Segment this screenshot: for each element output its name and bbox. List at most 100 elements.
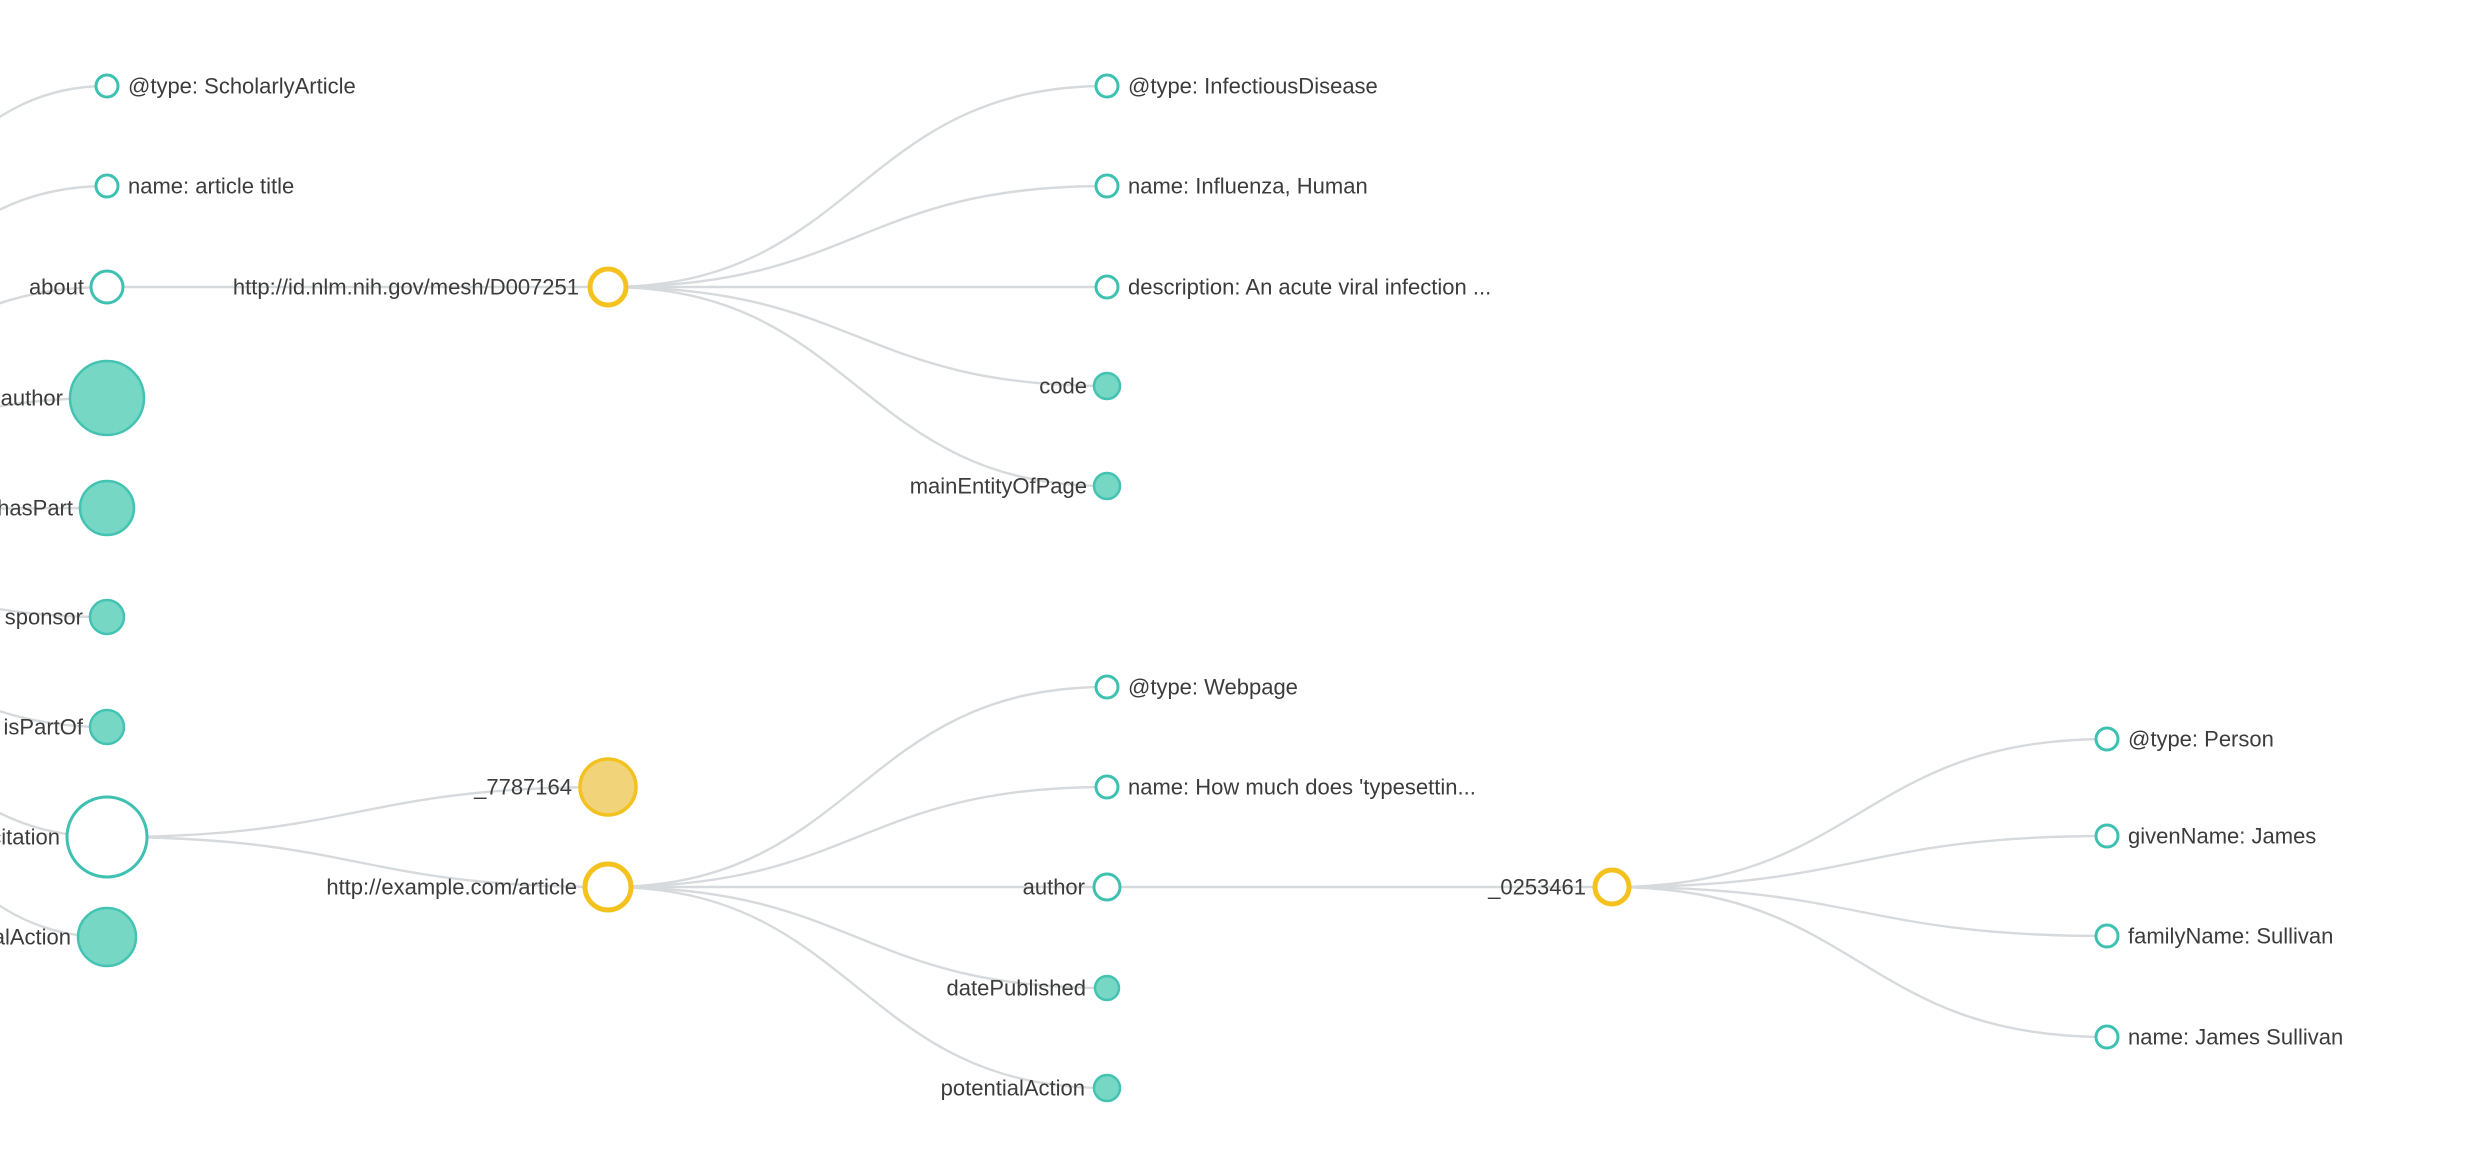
cluster-mesh-disease: http://id.nlm.nih.gov/mesh/D007251 @type… [233, 73, 1491, 501]
tree-node-webpage-potentialaction-circle[interactable] [1092, 1073, 1122, 1103]
tree-node-blanknode-0253461-circle[interactable] [1592, 867, 1632, 907]
tree-node-potentialaction[interactable]: potentialAction [0, 906, 138, 968]
tree-node-webpage-potentialaction[interactable]: potentialAction [941, 1073, 1122, 1103]
edge-root-potentialaction [0, 904, 108, 939]
edge-article-potentialaction [607, 885, 1108, 1090]
edge-root-about [0, 285, 108, 305]
tree-node-disease-description[interactable]: description: An acute viral infection ..… [1094, 274, 1491, 300]
tree-node-scholarly-name[interactable]: name: article title [94, 173, 294, 199]
tree-node-disease-description-circle[interactable] [1094, 274, 1120, 300]
tree-node-person-name[interactable]: name: James Sullivan [2094, 1024, 2343, 1050]
tree-node-disease-name-circle[interactable] [1094, 173, 1120, 199]
edge-root-type [0, 84, 108, 119]
edge-person-familyname [1611, 885, 2108, 938]
tree-node-person-name-circle[interactable] [2094, 1024, 2120, 1050]
tree-node-person-givenname-label: givenName: James [2128, 824, 2316, 849]
tree-node-article-uri[interactable]: http://example.com/article [326, 861, 634, 913]
tree-node-mainentityofpage-circle[interactable] [1092, 471, 1122, 501]
tree-node-person-familyname[interactable]: familyName: Sullivan [2094, 923, 2333, 949]
tree-node-code[interactable]: code [1039, 371, 1122, 401]
tree-node-about-label: about [29, 275, 84, 300]
tree-node-webpage-author-circle[interactable] [1092, 872, 1122, 902]
tree-node-scholarly-type[interactable]: @type: ScholarlyArticle [94, 73, 356, 99]
tree-node-haspart[interactable]: hasPart [0, 479, 136, 537]
tree-node-article-uri-circle[interactable] [582, 861, 634, 913]
tree-node-potentialaction-label: potentialAction [0, 925, 71, 950]
tree-node-author-circle[interactable] [68, 359, 146, 437]
edge-root-citation [0, 811, 108, 839]
edge-article-type [607, 685, 1108, 889]
tree-node-disease-name[interactable]: name: Influenza, Human [1094, 173, 1368, 199]
tree-node-disease-type[interactable]: @type: InfectiousDisease [1094, 73, 1378, 99]
edge-root-sponsor [0, 607, 108, 619]
tree-node-webpage-name-label: name: How much does 'typesettin... [1128, 775, 1476, 800]
cluster-webpage: @type: Webpage name: How much does 'type… [941, 674, 1476, 1103]
edge-mesh-code [607, 285, 1108, 388]
edge-mesh-name [607, 184, 1108, 289]
tree-node-disease-type-circle[interactable] [1094, 73, 1120, 99]
tree-node-blanknode-7787164[interactable]: _7787164 [473, 757, 638, 817]
tree-node-webpage-name[interactable]: name: How much does 'typesettin... [1094, 774, 1476, 800]
tree-node-article-uri-label: http://example.com/article [326, 875, 577, 900]
tree-node-disease-description-label: description: An acute viral infection ..… [1128, 275, 1491, 300]
tree-node-blanknode-0253461[interactable]: _0253461 [1487, 867, 1632, 907]
tree-node-person-type[interactable]: @type: Person [2094, 726, 2274, 752]
tree-node-about-circle[interactable] [89, 269, 125, 305]
edge-layer [0, 84, 2108, 1090]
edge-person-name [1611, 885, 2108, 1039]
tree-node-haspart-circle[interactable] [78, 479, 136, 537]
tree-node-scholarly-type-circle[interactable] [94, 73, 120, 99]
tree-node-citation-label: citation [0, 825, 60, 850]
tree-node-disease-name-label: name: Influenza, Human [1128, 174, 1368, 199]
tree-node-author-label: author [1, 386, 63, 411]
tree-node-webpage-potentialaction-label: potentialAction [941, 1076, 1085, 1101]
tree-node-disease-type-label: @type: InfectiousDisease [1128, 74, 1378, 99]
tree-node-potentialaction-circle[interactable] [76, 906, 138, 968]
tree-node-person-familyname-circle[interactable] [2094, 923, 2120, 949]
edge-person-type [1611, 737, 2108, 889]
tree-node-author[interactable]: author [1, 359, 146, 437]
tree-node-webpage-type-circle[interactable] [1094, 674, 1120, 700]
edge-mesh-mainentityofpage [607, 285, 1108, 488]
tree-node-scholarly-name-circle[interactable] [94, 173, 120, 199]
tree-node-webpage-author-label: author [1023, 875, 1085, 900]
tree-node-webpage-author[interactable]: author [1023, 872, 1122, 902]
tree-node-datepublished-circle[interactable] [1093, 974, 1121, 1002]
cluster-citation-targets: _7787164 http://example.com/article [326, 757, 638, 913]
tree-node-mesh-uri[interactable]: http://id.nlm.nih.gov/mesh/D007251 [233, 266, 629, 308]
tree-node-person-givenname[interactable]: givenName: James [2094, 823, 2316, 849]
edge-root-name [0, 184, 108, 212]
tree-node-ispartof-label: isPartOf [4, 715, 84, 740]
tree-node-citation[interactable]: citation [0, 795, 149, 879]
tree-node-datepublished[interactable]: datePublished [947, 974, 1121, 1002]
edge-mesh-type [607, 84, 1108, 289]
tree-node-person-type-circle[interactable] [2094, 726, 2120, 752]
cluster-person: _0253461 @type: Person givenName: James … [1487, 726, 2343, 1050]
tree-node-person-name-label: name: James Sullivan [2128, 1025, 2343, 1050]
tree-node-code-circle[interactable] [1092, 371, 1122, 401]
tree-node-ispartof-circle[interactable] [88, 708, 126, 746]
tree-node-sponsor-label: sponsor [5, 605, 83, 630]
edge-root-haspart [0, 506, 108, 510]
tree-node-person-type-label: @type: Person [2128, 727, 2274, 752]
cluster-scholarly-article: @type: ScholarlyArticle name: article ti… [0, 73, 356, 968]
tree-node-scholarly-type-label: @type: ScholarlyArticle [128, 74, 356, 99]
tree-node-webpage-type[interactable]: @type: Webpage [1094, 674, 1298, 700]
tree-node-citation-circle[interactable] [65, 795, 149, 879]
edge-root-ispartof [0, 709, 108, 729]
tree-node-about[interactable]: about [29, 269, 125, 305]
tree-node-blanknode-7787164-label: _7787164 [473, 775, 572, 800]
tree-node-blanknode-7787164-circle[interactable] [578, 757, 638, 817]
tree-node-person-givenname-circle[interactable] [2094, 823, 2120, 849]
tree-node-datepublished-label: datePublished [947, 976, 1086, 1001]
tree-node-mesh-uri-circle[interactable] [587, 266, 629, 308]
tree-node-webpage-type-label: @type: Webpage [1128, 675, 1298, 700]
tree-node-mainentityofpage[interactable]: mainEntityOfPage [910, 471, 1122, 501]
tree-node-sponsor-circle[interactable] [88, 598, 126, 636]
edge-person-givenname [1611, 834, 2108, 889]
tree-node-sponsor[interactable]: sponsor [5, 598, 126, 636]
tree-node-scholarly-name-label: name: article title [128, 174, 294, 199]
tree-node-ispartof[interactable]: isPartOf [4, 708, 126, 746]
edge-article-name [607, 785, 1108, 889]
tree-node-webpage-name-circle[interactable] [1094, 774, 1120, 800]
